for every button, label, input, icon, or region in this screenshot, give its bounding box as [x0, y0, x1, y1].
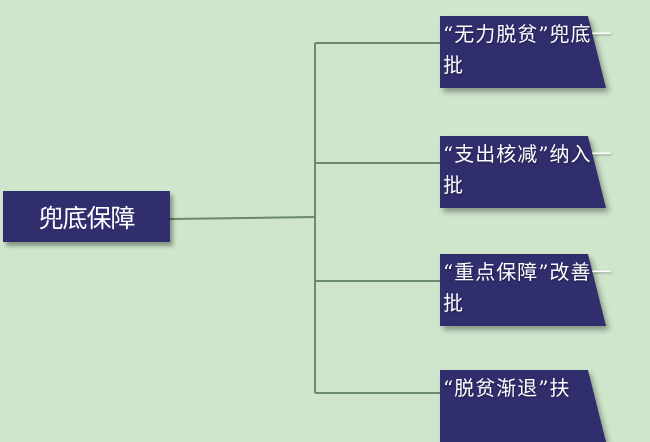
branch-node-shape [440, 254, 606, 326]
connector-lines [169, 42, 441, 394]
branch-node-2: “支出核减”纳入一批 [440, 136, 611, 208]
branch-node-1: “无力脱贫”兜底一批 [440, 16, 611, 88]
root-node-label: 兜底保障 [38, 203, 135, 233]
branch-node-3: “重点保障”改善一批 [440, 254, 611, 326]
branch-node-label: “无力脱贫”兜底一批 [443, 22, 613, 77]
root-node: 兜底保障 [3, 191, 170, 242]
branch-node-label: “脱贫渐退”扶 [443, 376, 571, 400]
branch-node-shape [440, 136, 606, 208]
branch-node-4: “脱贫渐退”扶 [440, 370, 606, 442]
branch-node-label: “支出核减”纳入一批 [443, 142, 613, 197]
root-connector [169, 216, 316, 220]
branch-node-label: “重点保障”改善一批 [443, 260, 613, 315]
branch-node-shape [440, 16, 606, 88]
